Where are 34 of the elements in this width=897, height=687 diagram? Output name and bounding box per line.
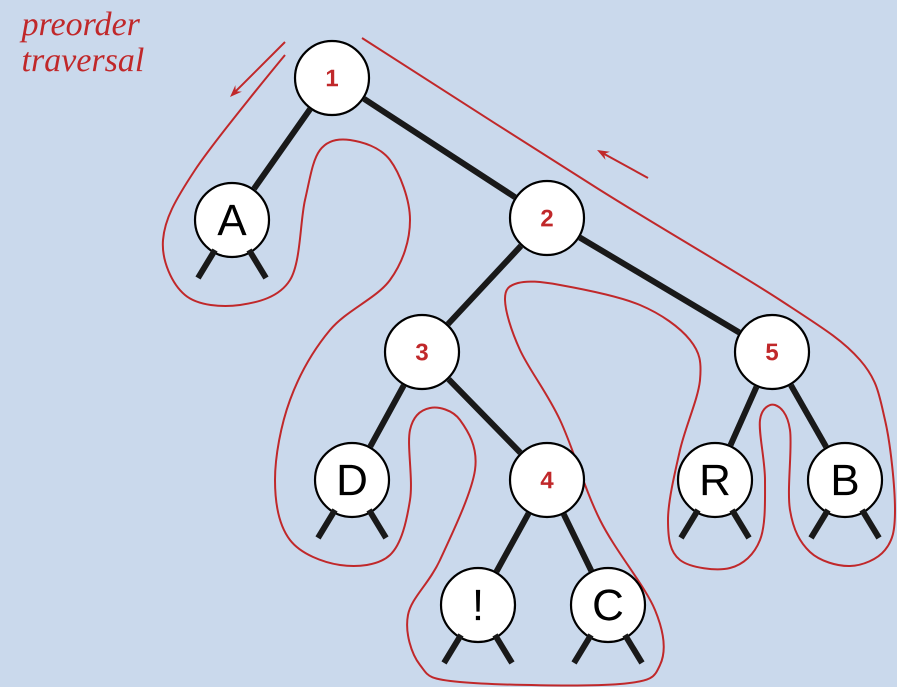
key-node: 3 (384, 314, 460, 390)
leaf-node: A (194, 182, 270, 258)
null-link (315, 508, 338, 540)
key-node: 1 (294, 40, 370, 116)
caption-text: preorder traversal (20, 12, 144, 72)
leaf-node: R (676, 442, 754, 518)
null-link (441, 633, 464, 665)
key-node: 2 (508, 180, 586, 256)
tree-link (251, 107, 313, 191)
null-link (859, 508, 882, 540)
tree-link (368, 384, 406, 448)
leaf-node: C (570, 566, 646, 644)
null-link (808, 508, 831, 540)
tree-link (578, 234, 741, 336)
tree-link (446, 244, 524, 326)
leaf-node: ! (440, 566, 516, 644)
leaf-node: B (806, 442, 884, 518)
tree-link (362, 96, 517, 200)
null-link (729, 508, 752, 540)
null-link (195, 248, 218, 280)
null-link (366, 508, 389, 540)
tree-link (561, 512, 594, 572)
tree-link (494, 512, 532, 574)
null-link (492, 633, 515, 665)
null-link (678, 508, 701, 540)
null-link (246, 248, 269, 280)
tree-link (446, 377, 523, 455)
null-link (571, 633, 594, 665)
leaf-node: D (314, 442, 390, 518)
tree-link (788, 384, 829, 448)
key-node: 5 (734, 314, 810, 390)
key-node: 4 (508, 442, 586, 518)
tree-link (728, 386, 760, 446)
null-link (622, 633, 645, 665)
